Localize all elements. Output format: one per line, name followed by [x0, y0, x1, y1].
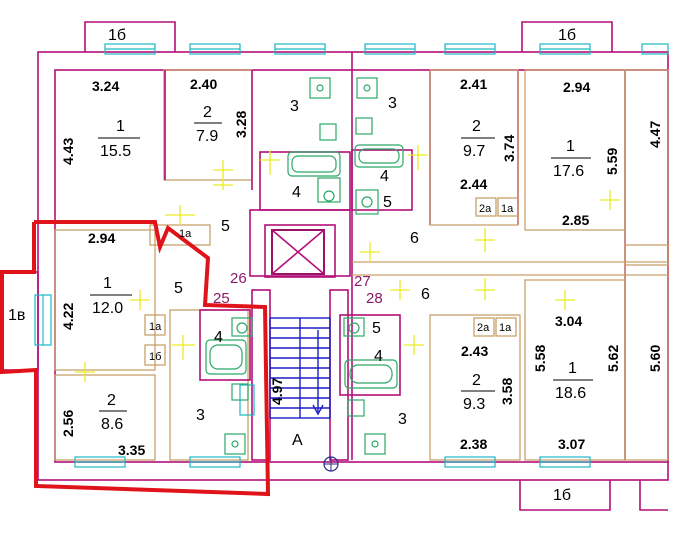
dimension-label: 2.38 [460, 436, 487, 452]
dimension-label: 3.74 [501, 135, 517, 162]
room-area: 12.0 [92, 300, 123, 317]
dimension-label: 2.94 [88, 230, 115, 246]
room-number: 4 [380, 168, 389, 185]
room-number: 3 [290, 98, 299, 115]
room-number: 4 [374, 348, 383, 365]
room-number: 5 [174, 280, 183, 297]
room-area: 7.9 [196, 128, 218, 145]
dimension-label: 3.07 [558, 436, 585, 452]
room-number: 1 [566, 138, 575, 155]
room-number: 5 [221, 218, 230, 235]
dimension-label: 3.04 [555, 313, 582, 329]
dimension-label: 2.94 [563, 79, 590, 95]
dimension-label: 5.62 [605, 345, 621, 372]
room-number: 3 [196, 407, 205, 424]
landing-label: 26 [230, 270, 247, 287]
room-area: 9.7 [463, 143, 485, 160]
room-number: 2 [203, 104, 212, 121]
stair-label: А [292, 432, 303, 449]
closet-label: 1а [499, 322, 512, 334]
interior-walls [54, 52, 669, 461]
dimension-label: 2.41 [460, 76, 487, 92]
dimension-label: 3.58 [499, 378, 515, 405]
fixtures [205, 77, 404, 455]
dimension-label: 3.35 [118, 442, 145, 458]
windows [34, 43, 669, 468]
room-number: 4 [292, 184, 301, 201]
balcony-label: 1б [558, 27, 576, 44]
balcony-label: 1в [8, 307, 25, 324]
dimension-label: 2.43 [461, 343, 488, 359]
closet-label: 1а [149, 321, 162, 333]
dimension-label: 3.28 [233, 111, 249, 138]
dimension-label: 5.58 [532, 345, 548, 372]
stair-flight [269, 317, 339, 472]
room-number: 3 [388, 95, 397, 112]
room-number: 4 [214, 329, 223, 346]
dimension-label: 2.85 [562, 212, 589, 228]
balcony-label: 1б [108, 27, 126, 44]
dimension-label: 2.56 [60, 410, 76, 437]
room-area: 17.6 [553, 163, 584, 180]
room-number: 1 [116, 118, 125, 135]
closet-label: 1а [179, 228, 192, 240]
room-number: 2 [472, 372, 481, 389]
room-number: 6 [421, 286, 430, 303]
balcony-label: 1б [553, 487, 571, 504]
dimension-label: 4.43 [60, 138, 76, 165]
room-area: 8.6 [101, 416, 123, 433]
dimension-label: 5.60 [647, 345, 663, 372]
landing-label: 28 [366, 290, 383, 307]
dimension-label: 4.22 [60, 303, 76, 330]
labels: 1б 1б 1в 1б 3.24 2.40 2.41 2.94 2.94 2.4… [8, 27, 663, 504]
closet-label: 2а [479, 203, 492, 215]
highlight-outline [0, 220, 271, 497]
closet-label: 2а [477, 322, 490, 334]
room-number: 2 [107, 392, 116, 409]
room-number: 1 [568, 360, 577, 377]
room-area: 15.5 [100, 143, 131, 160]
light-fixtures [75, 145, 620, 382]
dimension-label: 3.24 [92, 78, 119, 94]
room-number: 5 [372, 320, 381, 337]
closet-label: 1б [149, 351, 161, 363]
stair-dimension: 4.97 [269, 378, 285, 405]
dimension-label: 2.40 [190, 76, 217, 92]
dimension-label: 2.44 [460, 176, 487, 192]
room-area: 9.3 [463, 396, 485, 413]
dimension-label: 4.47 [647, 121, 663, 148]
room-number: 3 [398, 411, 407, 428]
room-number: 1 [103, 275, 112, 292]
room-number: 5 [383, 194, 392, 211]
room-number: 2 [472, 118, 481, 135]
room-number: 6 [410, 230, 419, 247]
closet-label: 1а [501, 203, 514, 215]
room-area: 18.6 [555, 385, 586, 402]
dimension-label: 5.59 [604, 148, 620, 175]
landing-label: 25 [213, 290, 230, 307]
landing-label: 27 [354, 273, 371, 290]
